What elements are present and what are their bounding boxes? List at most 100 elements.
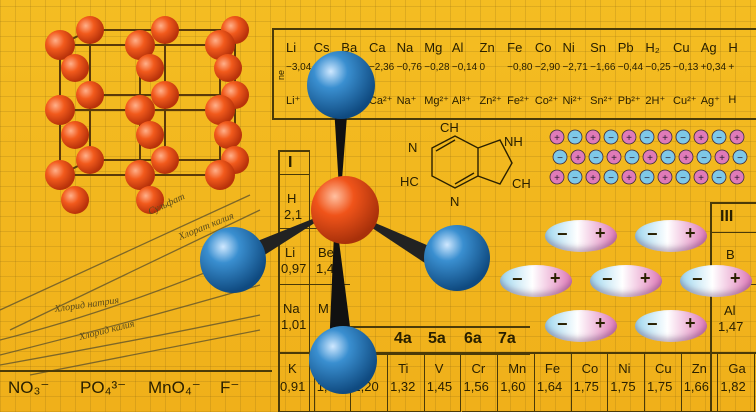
hydrogen-atom-top — [307, 51, 375, 119]
dipole-minus: − — [692, 269, 703, 289]
series-potentials-14: −0,13 — [673, 62, 699, 73]
dipole-minus: − — [512, 269, 523, 289]
series-symbols-1: Cs — [313, 40, 330, 55]
ion-dot-sign: − — [680, 173, 686, 184]
subgroup-6a: 6a — [464, 330, 482, 347]
dipole-molecule-4: −+ — [680, 265, 752, 297]
period4-symbol-6: Mn — [508, 361, 527, 376]
ion-dot — [642, 149, 658, 165]
dipole-plus: + — [685, 223, 696, 243]
period4-value-11: 1,66 — [683, 379, 709, 394]
ion-dot — [639, 169, 655, 185]
series-symbols-0: Li — [286, 40, 297, 55]
cell-na-val: 1,01 — [281, 317, 307, 332]
ion-dot — [624, 149, 640, 165]
ion-dot — [552, 149, 568, 165]
period4-value-8: 1,75 — [573, 379, 599, 394]
period4-symbol-11: Zn — [691, 361, 707, 376]
dipole-molecule-0: −+ — [545, 220, 617, 252]
ion-dot — [621, 129, 637, 145]
ion-dot-sign: + — [662, 173, 668, 184]
ion-dot-sign: − — [716, 173, 722, 184]
cell-b: B — [726, 247, 735, 262]
ion-dot-sign: + — [590, 133, 596, 144]
ion-dot-sign: − — [593, 153, 599, 164]
series-symbols-15: Ag — [700, 40, 717, 55]
cell-h: H — [287, 191, 297, 206]
series-symbols-14: Cu — [673, 40, 690, 55]
ion-dot — [567, 169, 583, 185]
purine-n1: N — [408, 140, 417, 155]
cell-h-val: 2,1 — [284, 207, 303, 222]
period4-value-5: 1,56 — [463, 379, 489, 394]
series-symbols-5: Mg — [424, 40, 443, 55]
period4-value-12: 1,82 — [720, 379, 746, 394]
ion-dot — [711, 129, 727, 145]
ion-dot-sign: − — [572, 173, 578, 184]
series-symbols-13: H₂ — [645, 40, 660, 55]
dipole-minus: − — [647, 224, 658, 244]
ion-dot-sign: − — [701, 153, 707, 164]
ion-dot — [696, 149, 712, 165]
ion-dot — [657, 129, 673, 145]
series-potentials-8: −0,80 — [507, 62, 533, 73]
period4-value-10: 1,75 — [647, 379, 673, 394]
series-ions-8: Fe²⁺ — [507, 95, 530, 107]
series-symbols-2: Ba — [341, 40, 358, 55]
ion-dot-sign: + — [698, 133, 704, 144]
curve-label-sulfate: Сульфат — [147, 191, 187, 217]
ion-dot — [603, 129, 619, 145]
ion-dot — [549, 129, 565, 145]
ion-mno4: MnO₄⁻ — [148, 378, 201, 397]
dipole-plus: + — [550, 268, 561, 288]
ions-strip: NO₃⁻ PO₄³⁻ MnO₄⁻ F⁻ — [0, 370, 272, 412]
ion-dot — [585, 129, 601, 145]
series-ions-row: Li⁺Cs⁺Ba²⁺Ca²⁺Na⁺Mg²⁺Al³⁺Zn²⁺Fe²⁺Co²⁺Ni²… — [286, 94, 756, 110]
purine-n3: N — [450, 194, 459, 209]
ion-dot-sign: + — [554, 133, 560, 144]
dipole-plus: + — [595, 313, 606, 333]
series-ions-16: H — [728, 94, 737, 106]
subgroup-4a: 4a — [394, 330, 412, 347]
series-potentials-13: −0,25 — [645, 62, 671, 73]
series-potentials-4: −0,76 — [396, 62, 422, 73]
crystal-lattice — [45, 16, 249, 214]
ion-lattice-dots: +−+−+−+−+−+−+−+−+−+−+−+−+−+−+−+−+ — [549, 129, 748, 185]
ion-dot — [657, 169, 673, 185]
dipole-molecules: −+−+−+−+−+−+−+ — [490, 210, 756, 350]
series-potentials-10: −2,71 — [562, 62, 588, 73]
ion-dot — [729, 169, 745, 185]
period4-symbol-5: Cr — [471, 361, 486, 376]
series-ions-14: Cu²⁺ — [673, 95, 697, 107]
period4-symbol-12: Ga — [728, 361, 746, 376]
ion-dot — [549, 169, 565, 185]
ion-dot-sign: − — [680, 133, 686, 144]
dipole-minus: − — [557, 314, 568, 334]
cell-al: Al — [724, 303, 736, 318]
series-ions-10: Ni²⁺ — [562, 95, 583, 107]
ion-dot — [675, 169, 691, 185]
subgroup-5a: 5a — [428, 330, 446, 347]
series-symbols-16: H — [728, 40, 738, 55]
series-symbols-4: Na — [396, 40, 414, 55]
ion-dot-sign: + — [698, 173, 704, 184]
ion-dot — [588, 149, 604, 165]
ion-dot-sign: − — [644, 133, 650, 144]
ion-dot — [621, 169, 637, 185]
period4-cell-5: Cr 1,56 — [461, 352, 499, 412]
series-potentials-15: +0,34 — [700, 62, 727, 73]
ion-dot-sign: + — [611, 153, 617, 164]
series-ions-7: Zn²⁺ — [479, 95, 502, 107]
ion-dot — [570, 149, 586, 165]
hydrogen-atom-left — [200, 227, 266, 293]
curve-label-nacl: Хлорид натрия — [53, 295, 120, 315]
purine-ch1: CH — [440, 120, 459, 135]
group-3-column — [710, 202, 756, 412]
series-symbols-8: Fe — [507, 40, 523, 55]
dipole-plus: + — [595, 223, 606, 243]
ion-dot-sign: + — [590, 173, 596, 184]
